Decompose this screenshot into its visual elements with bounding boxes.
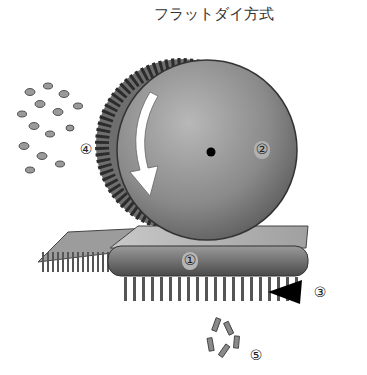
flat-die: [108, 246, 308, 276]
raw-material: [18, 83, 83, 173]
diagram-title: フラットダイ方式: [154, 6, 274, 23]
callout-number: ①: [182, 252, 199, 269]
callout-number: ④: [78, 141, 95, 158]
roller-axis: [207, 148, 216, 157]
extruded-strands: [124, 277, 300, 301]
callout-number: ⑤: [248, 347, 265, 364]
callout-number: ②: [254, 141, 271, 158]
pellets: [207, 318, 240, 358]
callout-number: ③: [312, 284, 329, 301]
cutter-blade: [268, 280, 302, 304]
rotation-arrow: [130, 92, 158, 196]
roller-face: [117, 60, 297, 240]
